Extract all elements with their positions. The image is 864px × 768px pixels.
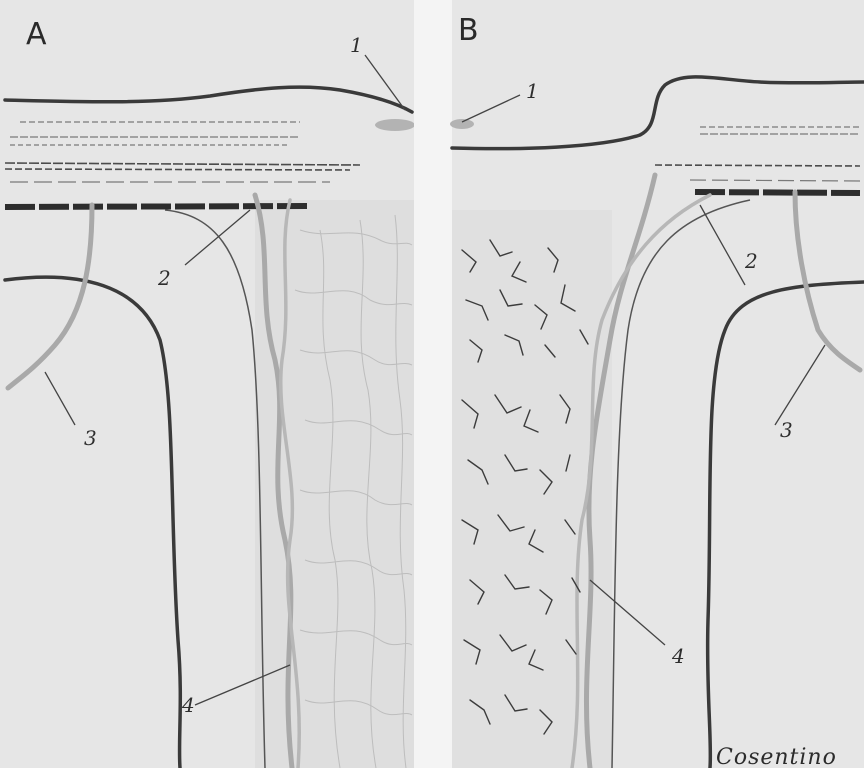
panel-a-dark-band — [5, 206, 310, 207]
panel-b: B 1 2 3 4 Cosentino — [450, 0, 864, 768]
label-b-4: 4 — [671, 644, 685, 668]
label-b-1: 1 — [526, 79, 539, 103]
artist-signature: Cosentino — [716, 745, 837, 768]
label-a-1: 1 — [350, 33, 363, 57]
panel-divider — [414, 0, 452, 768]
panel-b-dark-band — [695, 192, 860, 193]
label-b-2: 2 — [744, 249, 758, 273]
panel-b-letter: B — [458, 13, 479, 48]
label-a-4: 4 — [181, 693, 195, 717]
panel-a: A 1 2 3 4 — [0, 0, 415, 768]
panel-b-surface-mark — [450, 119, 474, 129]
panel-a-letter: A — [26, 17, 47, 52]
label-a-3: 3 — [84, 426, 97, 450]
label-b-3: 3 — [780, 418, 793, 442]
label-a-2: 2 — [157, 266, 171, 290]
